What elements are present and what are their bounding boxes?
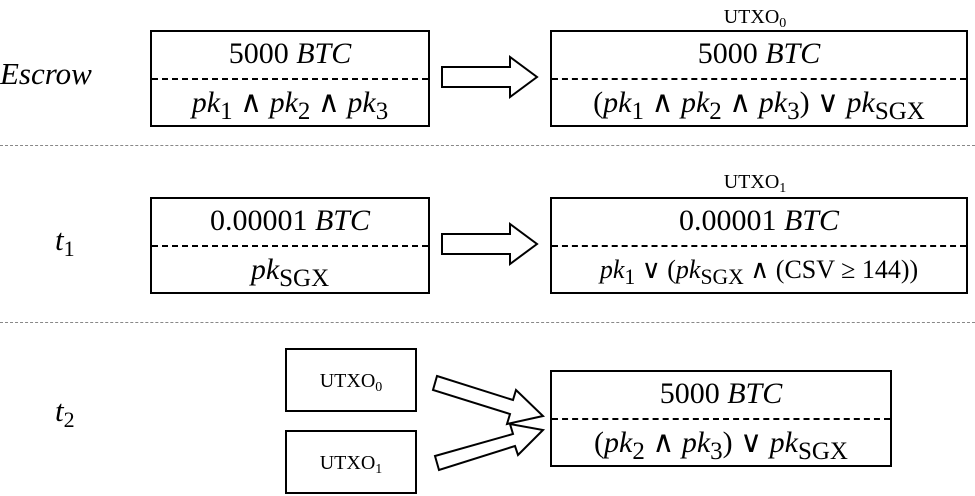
t1-output-tag: UTXO1 [723,171,787,196]
row-label-t2: t2 [55,393,75,432]
escrow-input-box: 5000 BTC pk1 ∧ pk2 ∧ pk3 [150,30,430,127]
t2-input-utxo0: UTXO0 [285,348,417,412]
escrow-output-tag: UTXO0 [723,6,787,31]
row-label-escrow: Escrow [0,56,92,91]
row-label-t1: t1 [55,222,75,261]
t2-input-utxo1: UTXO1 [285,430,417,494]
escrow-output-box: 5000 BTC (pk1 ∧ pk2 ∧ pk3) ∨ pkSGX [550,30,968,127]
t2-output-condition: (pk2 ∧ pk3) ∨ pkSGX [594,426,848,465]
t1-output-condition: pk1 ∨ (pkSGX ∧ (CSV ≥ 144)) [599,255,919,290]
escrow-arrow-icon [441,55,539,99]
t2-input-utxo0-label: UTXO0 [319,370,383,395]
row-separator-2 [0,322,975,323]
t2-lower-arrow [433,422,546,472]
escrow-input-amount: 5000 BTC [228,37,352,70]
t2-input-utxo1-label: UTXO1 [319,452,383,477]
t1-input-amount: 0.00001 BTC [209,204,371,237]
t1-output-amount: 0.00001 BTC [678,204,840,237]
t1-input-box: 0.00001 BTC pkSGX [150,197,430,294]
t2-upper-arrow [431,374,546,426]
t2-output-amount: 5000 BTC [659,377,783,410]
t1-output-box: 0.00001 BTC pk1 ∨ (pkSGX ∧ (CSV ≥ 144)) [550,197,968,294]
escrow-input-condition: pk1 ∧ pk2 ∧ pk3 [191,86,389,125]
t2-output-divider [552,418,890,420]
t1-input-condition: pkSGX [250,253,330,292]
t1-output-divider [552,245,966,247]
t1-arrow-icon [441,222,539,266]
t2-arrows-icon [431,374,546,472]
row-separator-1 [0,145,975,146]
escrow-output-divider [552,78,966,80]
t1-input-divider [152,245,428,247]
t2-output-box: 5000 BTC (pk2 ∧ pk3) ∨ pkSGX [550,370,892,467]
escrow-input-divider [152,78,428,80]
escrow-output-amount: 5000 BTC [697,37,821,70]
escrow-output-condition: (pk1 ∧ pk2 ∧ pk3) ∨ pkSGX [593,86,925,125]
